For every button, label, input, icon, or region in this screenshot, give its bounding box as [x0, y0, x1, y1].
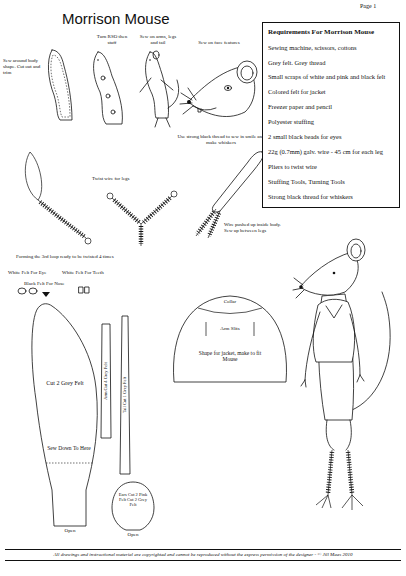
step-body-shape	[48, 50, 72, 120]
requirement-item: Sewing machine, scissors, cottons	[268, 44, 394, 51]
guide-line	[198, 308, 262, 314]
requirement-item: Strong black thread for whiskers	[268, 193, 394, 200]
instruction-note: White Felt For Teeth	[62, 270, 118, 276]
guide-line	[206, 322, 207, 336]
felt-pieces	[18, 287, 89, 297]
outline	[112, 482, 154, 530]
piece-outline	[170, 292, 290, 384]
wire-loop	[25, 152, 91, 244]
instruction-note: Sew on face features	[196, 40, 242, 46]
piece-text: Ears Cut 2 Pink Felt Cut 2 Grey Felt	[115, 492, 151, 508]
mouse-head-sketch	[180, 61, 257, 117]
finished-mouse	[293, 239, 390, 510]
pattern-piece: Cut 2 Grey FeltSew Down To HereOpen	[26, 300, 106, 540]
step-stuffed-body	[94, 52, 123, 124]
requirement-item: Small scraps of white and pink and black…	[268, 73, 394, 80]
page-title: Morrison Mouse	[62, 10, 170, 27]
piece-text: Sew Down To Here	[44, 445, 94, 451]
outline	[32, 304, 97, 526]
outline	[120, 316, 130, 474]
instruction-note: Use strong black thread to sew in smile …	[176, 134, 266, 146]
requirement-item: Stuffing Tools, Turning Tools	[268, 178, 394, 185]
instruction-note: White Felt For Eye	[8, 270, 60, 276]
piece-text: Open	[118, 532, 148, 538]
requirements-box: Requirements For Morrison MouseSewing ma…	[262, 22, 400, 208]
requirement-item: 2 small black beads for eyes	[268, 133, 394, 140]
wire-twist	[107, 191, 177, 246]
requirement-item: Polyester stuffing	[268, 118, 394, 125]
outline	[101, 324, 111, 438]
requirement-item: Freezer paper and pencil	[268, 103, 394, 110]
piece-outline	[26, 300, 106, 540]
guide-line	[254, 322, 255, 336]
piece-text: Arm Slits	[212, 326, 248, 332]
piece-text: Shape for jacket, make to fit Mouse	[192, 350, 268, 363]
instruction-note: Turn RSO then stuff	[92, 34, 132, 46]
piece-text: Arm Cut 4 Grey Felt	[103, 362, 108, 400]
piece-outline	[110, 480, 156, 540]
instruction-note: Black Felt For Nose	[24, 281, 78, 287]
step-limbs	[140, 51, 179, 127]
pattern-piece: Arm Cut 4 Grey Felt	[99, 322, 113, 440]
instruction-note: Sew on arms, legs and tail	[137, 34, 179, 46]
copyright-footer: All drawings and instructional material …	[5, 549, 401, 561]
piece-text: Collar	[212, 299, 248, 305]
instruction-note: Forming the 3rd loop ready to be twisted…	[16, 254, 166, 260]
pattern-piece: Ears Cut 2 Pink Felt Cut 2 Grey FeltOpen	[110, 480, 156, 540]
piece-text: Open	[52, 528, 88, 534]
requirement-item: Grey felt. Grey thread	[268, 59, 394, 66]
sew-line	[46, 463, 93, 464]
outline	[173, 296, 286, 382]
instruction-note: Sew around body shape. Cut out and trim	[3, 58, 43, 75]
pattern-piece: CollarArm SlitsShape for jacket, make to…	[170, 292, 290, 384]
instruction-note: Twist wire for legs	[92, 176, 130, 182]
piece-text: Tail Cut 1 Grey Felt	[122, 377, 127, 413]
requirement-item: Colored felt for jacket	[268, 88, 394, 95]
piece-text: Cut 2 Grey Felt	[40, 380, 90, 387]
page-number: Page 1	[360, 3, 402, 10]
pattern-piece: Tail Cut 1 Grey Felt	[118, 314, 132, 476]
box-heading: Requirements For Morrison Mouse	[268, 28, 394, 36]
instruction-note: Wire pushed up inside body. Sew up betwe…	[224, 222, 288, 234]
requirement-item: Pliers to twist wire	[268, 163, 394, 170]
requirement-item: 22g (0.7mm) galv. wire - 45 cm for each …	[268, 148, 394, 155]
